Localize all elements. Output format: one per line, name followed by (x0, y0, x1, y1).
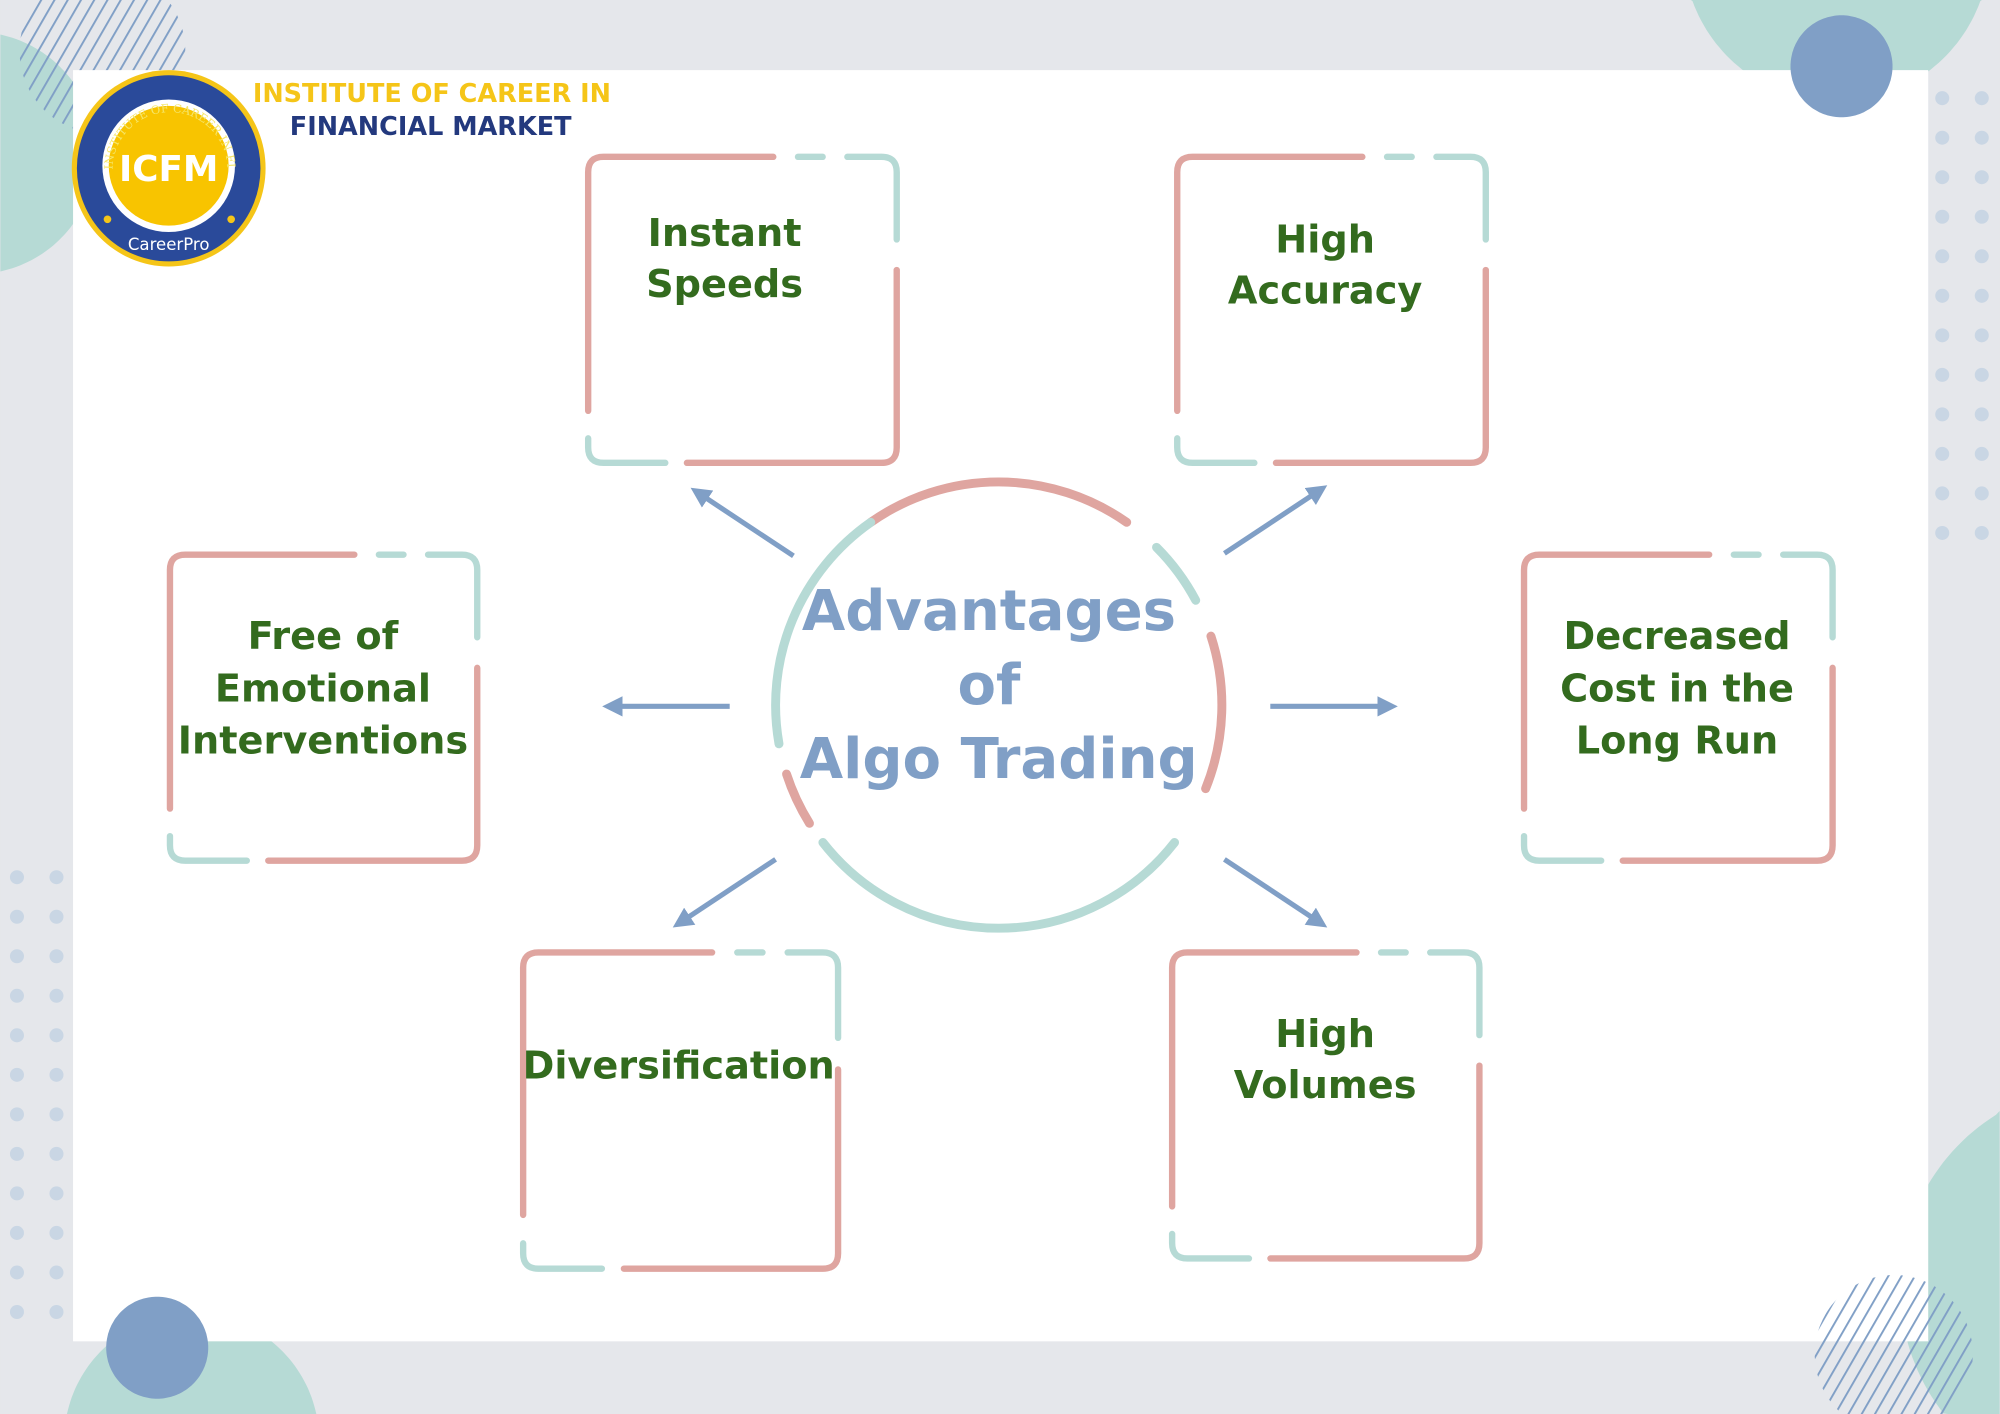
decor-dot (9, 909, 24, 924)
box-free-of-emotional-interventions (166, 551, 481, 864)
box-instant-speeds (584, 153, 900, 467)
decor-front (106, 15, 1973, 1414)
decor-dot (1974, 486, 1989, 501)
decor-dot (1974, 130, 1989, 145)
center-circle-arc (1152, 542, 1201, 605)
decor-dot (1974, 209, 1989, 224)
decor-hatched-circle (1814, 1275, 1973, 1414)
decor-dot (1935, 367, 1950, 382)
decor-dot (49, 870, 64, 885)
decor-dot (1974, 288, 1989, 303)
decor-dot (1974, 328, 1989, 343)
decor-dot (1935, 288, 1950, 303)
content-panel (73, 70, 1929, 1342)
decor-dot (1935, 209, 1950, 224)
brand-name-line2: FINANCIAL MARKET (290, 112, 572, 142)
arrow-to-diversification (672, 857, 778, 928)
box-decreased-cost (1520, 551, 1836, 864)
center-circle (771, 477, 1227, 933)
decor-dot (1974, 446, 1989, 461)
decor-dot (49, 988, 64, 1003)
decor-dot (49, 1186, 64, 1201)
decor-dot (1974, 91, 1989, 106)
brand-name-line1: INSTITUTE OF CAREER IN (253, 79, 611, 109)
decor-dot-grid (9, 91, 1989, 1320)
box-high-accuracy (1174, 153, 1489, 467)
decor-dot (9, 870, 24, 885)
decor-dot (9, 1265, 24, 1280)
decor-dot (9, 1146, 24, 1161)
label-diversification: Diversification (523, 1044, 835, 1089)
decor-dot (1935, 446, 1950, 461)
decor-dot (49, 909, 64, 924)
decor-dot (9, 1186, 24, 1201)
decor-dot (9, 1225, 24, 1240)
logo-text: ICFM (119, 149, 218, 190)
logo-subtext: CareerPro (128, 235, 210, 254)
decor-dot (1935, 328, 1950, 343)
center-circle-arc (818, 837, 1180, 933)
center-circle-arc (866, 477, 1132, 527)
decor-dot (1935, 486, 1950, 501)
decor-dot (1935, 130, 1950, 145)
decor-dot (1974, 525, 1989, 540)
decor-dot (1974, 407, 1989, 422)
decor-dot (49, 1107, 64, 1122)
decor-dot (49, 1225, 64, 1240)
decor-dot (9, 1107, 24, 1122)
box-high-volumes (1168, 949, 1483, 1262)
center-circle-arc (771, 517, 876, 749)
decor-dot (9, 1028, 24, 1043)
arrow-to-high-volumes (1222, 857, 1328, 928)
arrow-to-high-accuracy (1222, 485, 1328, 556)
decor-dot (1974, 249, 1989, 264)
decor-dot (49, 1067, 64, 1082)
decor-dot (1935, 170, 1950, 185)
box-diversification (519, 949, 842, 1272)
decor-blue-circle (1790, 15, 1893, 118)
decor-dot (49, 1028, 64, 1043)
decor-dot (1935, 91, 1950, 106)
decor-dot (9, 949, 24, 964)
decor-dot (49, 1265, 64, 1280)
decor-dot (9, 988, 24, 1003)
decor-dot (49, 1304, 64, 1320)
decor-dot (9, 1067, 24, 1082)
decor-dot (9, 1304, 24, 1320)
decor-dot (1935, 249, 1950, 264)
decor-dot (1935, 525, 1950, 540)
decor-dot (1935, 407, 1950, 422)
center-circle-arc (1201, 631, 1227, 794)
center-circle-arc (782, 769, 814, 828)
center-title: Advantages of Algo Trading (800, 579, 1198, 792)
arrows (602, 485, 1398, 928)
arrow-to-instant-speeds (690, 487, 795, 559)
decor-dot (1974, 367, 1989, 382)
decor-dot (1974, 170, 1989, 185)
decor-dot (49, 1146, 64, 1161)
decor-blue-circle (106, 1296, 209, 1399)
decor-dot (49, 949, 64, 964)
